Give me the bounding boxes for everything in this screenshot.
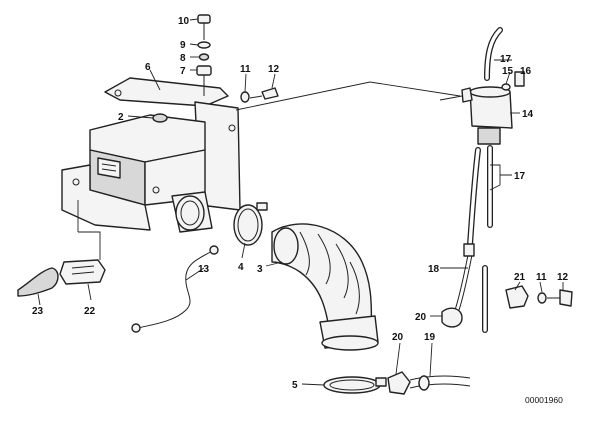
callout-19: 19 [424,332,436,343]
callout-10: 10 [178,16,190,27]
ground-wire-13 [131,245,219,333]
vacuum-hose-17 [467,27,503,333]
callout-5: 5 [292,380,298,391]
rubber-boot-23 [17,267,59,297]
callout-6: 6 [145,62,151,73]
callout-2: 2 [118,112,124,123]
callout-16: 16 [520,66,532,77]
pipe-18 [454,243,475,311]
callout-18: 18 [428,264,440,275]
plug-connector-22 [59,259,106,285]
callout-17-top: 17 [500,54,512,65]
callout-12-top: 12 [268,64,280,75]
callout-8: 8 [180,53,186,64]
bolt-12-right [547,289,573,307]
callout-23: 23 [32,306,44,317]
fitting-20-right [441,307,463,328]
hose-clamp-5 [323,376,387,394]
rubber-boot-3 [271,223,379,351]
clip-21 [505,285,529,309]
hose-clamp-4 [233,202,268,246]
control-valve-14 [439,71,525,145]
callout-14: 14 [522,109,534,120]
callout-11-right: 11 [536,272,547,283]
leader-lines [37,18,564,386]
callout-4: 4 [238,262,244,273]
callout-9: 9 [180,40,186,51]
callout-3: 3 [257,264,263,275]
washer-11-right [537,292,547,304]
callout-20-right: 20 [415,312,427,323]
drawing-number: 00001960 [525,395,563,405]
callout-22: 22 [84,306,96,317]
callout-20-bottom: 20 [392,332,404,343]
callout-11-top: 11 [240,64,251,75]
washer-bolt-top [240,87,279,103]
pipe-19 [409,375,471,391]
screw-stack [196,14,212,96]
callout-12-right: 12 [557,272,569,283]
callout-13: 13 [198,264,210,275]
callout-21: 21 [514,272,526,283]
callout-7: 7 [180,66,186,77]
callout-labels: 10 9 8 7 6 11 12 2 17 15 16 14 17 13 4 3… [32,16,569,391]
union-nut-20 [387,371,411,395]
airflow-meter [61,77,241,233]
callout-17-mid: 17 [514,171,526,182]
callout-15: 15 [502,66,514,77]
